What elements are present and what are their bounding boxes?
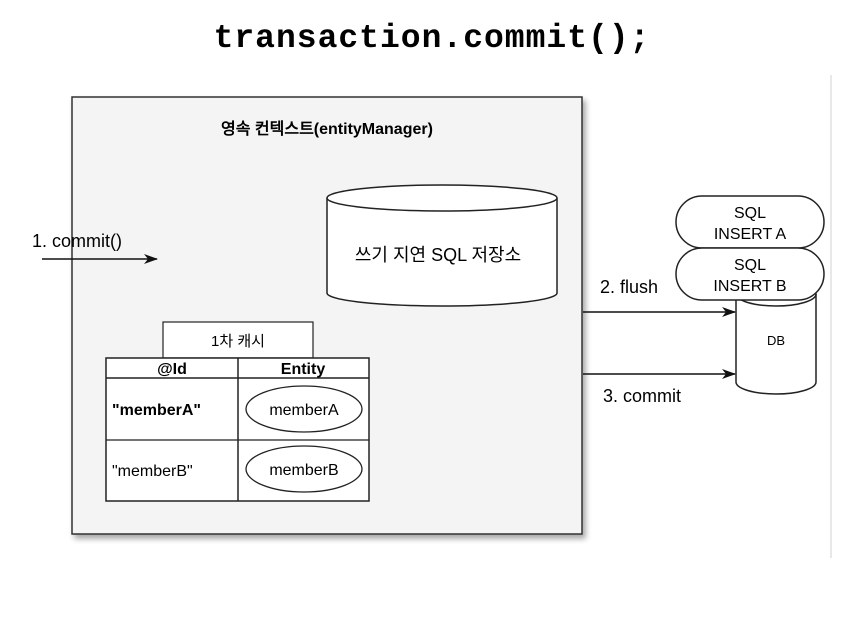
- sql-statement-line2: INSERT B: [713, 278, 786, 295]
- column-header-entity: Entity: [281, 361, 326, 378]
- sql-statement: SQL INSERT B: [675, 247, 825, 301]
- write-behind-sql-store-label: 쓰기 지연 SQL 저장소: [355, 245, 521, 265]
- sql-statement-line1: SQL: [734, 205, 766, 222]
- page-title: transaction.commit();: [213, 20, 651, 57]
- entity-ellipse: [245, 385, 363, 433]
- first-level-cache-tab: [162, 321, 314, 359]
- sql-statement: SQL INSERT A: [675, 195, 825, 249]
- cache-row-entity: memberA: [269, 402, 339, 419]
- column-header-id: @Id: [157, 361, 187, 378]
- sql-statement-line1: SQL: [734, 257, 766, 274]
- first-level-cache-title: 1차 캐시: [211, 333, 265, 350]
- cache-row-entity: memberB: [269, 462, 338, 479]
- database-label: DB: [767, 333, 785, 348]
- cache-row-id: "memberA": [112, 402, 201, 419]
- first-level-cache: 1차 캐시 @Id Entity "memberA" memberA "memb…: [105, 321, 370, 502]
- persistence-context-title: 영속 컨텍스트(entityManager): [221, 120, 433, 138]
- step-flush-label: 2. flush: [600, 277, 658, 297]
- step-db-commit-label: 3. commit: [603, 386, 681, 406]
- sql-statement-line2: INSERT A: [714, 226, 787, 243]
- step-commit-label: 1. commit(): [32, 231, 122, 251]
- entity-ellipse: [245, 445, 363, 493]
- write-behind-sql-store: 쓰기 지연 SQL 저장소: [326, 184, 558, 307]
- cache-row-id: "memberB": [112, 463, 193, 480]
